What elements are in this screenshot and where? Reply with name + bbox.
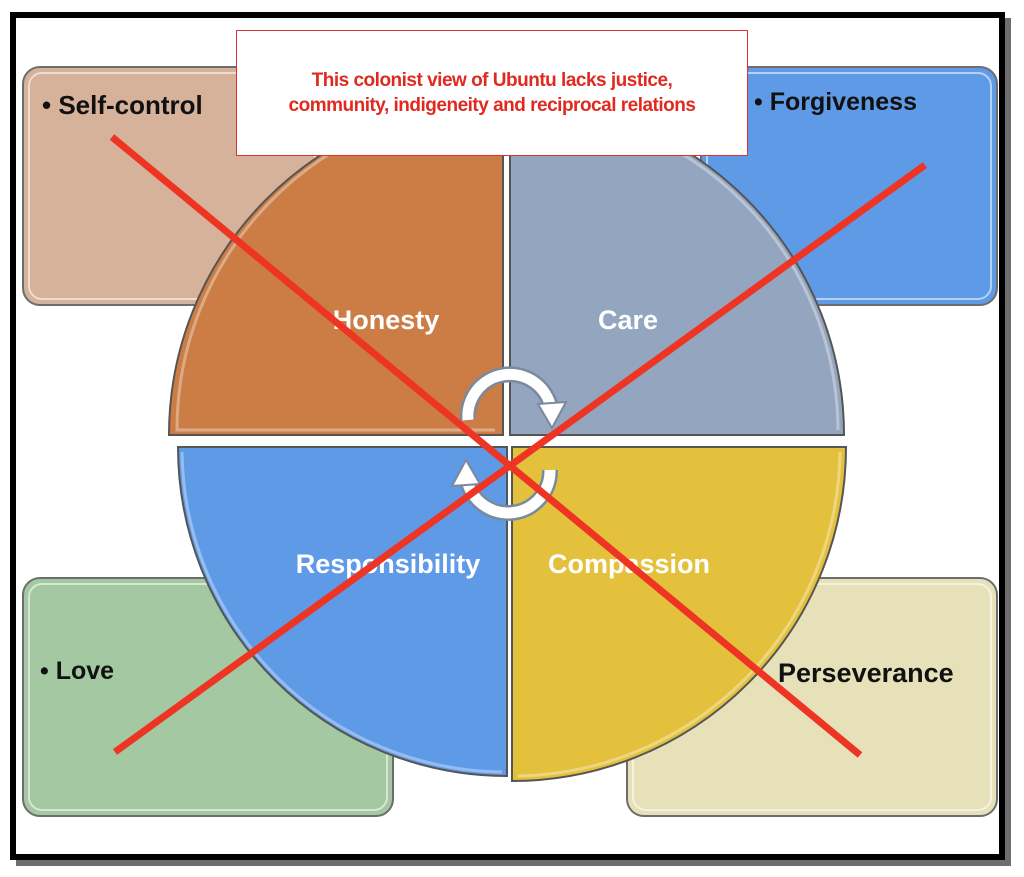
label-forgiveness: • Forgiveness xyxy=(754,88,917,116)
segment-label-care: Care xyxy=(598,305,658,335)
label-perseverance: Perseverance xyxy=(778,658,954,688)
critique-note: This colonist view of Ubuntu lacks justi… xyxy=(236,30,748,156)
compassion-rim xyxy=(517,451,842,778)
critique-note-text: This colonist view of Ubuntu lacks justi… xyxy=(288,70,696,116)
cross-out-mark xyxy=(109,134,928,758)
label-self-control: • Self-control xyxy=(42,90,203,120)
responsibility-rim xyxy=(180,451,503,774)
segment-compassion xyxy=(511,446,848,783)
label-love: • Love xyxy=(40,657,115,685)
